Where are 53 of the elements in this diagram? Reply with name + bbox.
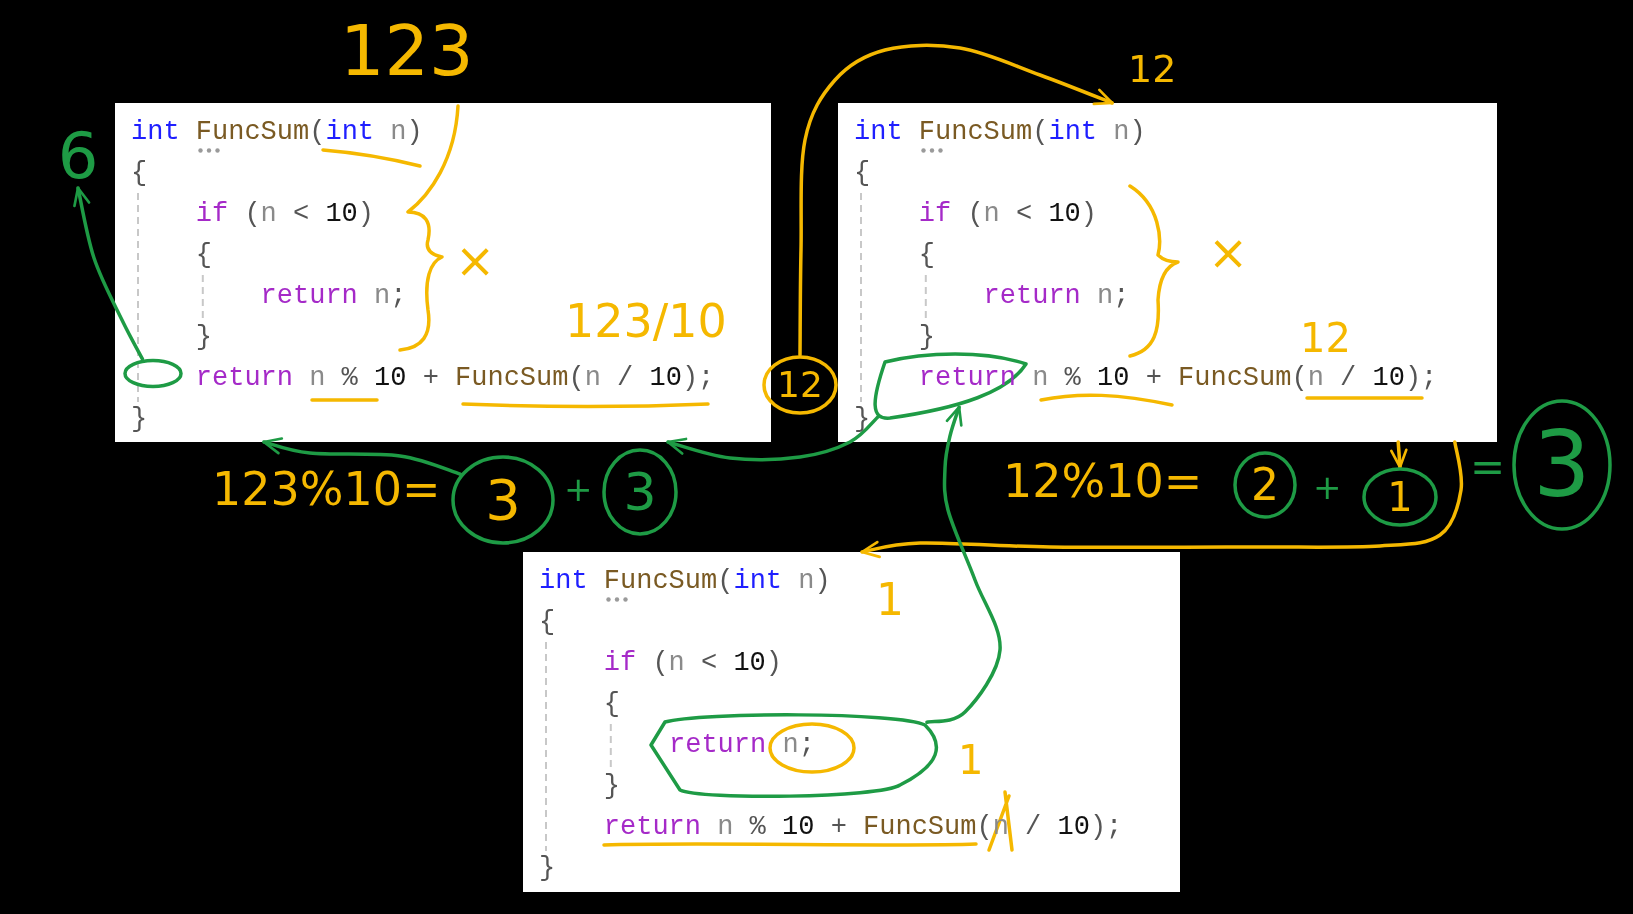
circled-number: 3	[602, 448, 678, 536]
code-line: if (n < 10)	[918, 199, 1098, 228]
plus-sign: +	[564, 472, 593, 506]
code-line: {	[195, 240, 212, 269]
handwritten-number: 1	[958, 740, 984, 780]
code-panel	[115, 103, 771, 442]
arrow	[798, 43, 1114, 357]
code-panel	[523, 552, 1180, 892]
plus-sign: +	[1313, 470, 1342, 504]
handwritten-cross: ×	[455, 236, 496, 284]
handwritten-expression: 12%10=	[1003, 458, 1203, 504]
hand-drawn-loop	[122, 358, 184, 389]
code-line: return n % 10 + FuncSum(n / 10);	[918, 363, 1438, 392]
handwritten-cross: ×	[1208, 228, 1249, 276]
code-line: return n % 10 + FuncSum(n / 10);	[195, 363, 715, 392]
arrow	[666, 415, 880, 462]
code-line: {	[854, 158, 871, 187]
arrow	[860, 440, 1464, 558]
code-line: {	[539, 607, 556, 636]
code-line: int FuncSum(int n)	[539, 566, 831, 595]
code-line: {	[603, 689, 620, 718]
code-line: }	[918, 322, 935, 351]
code-line: }	[131, 404, 148, 433]
code-line: {	[918, 240, 935, 269]
code-line: {	[131, 158, 148, 187]
code-line: if (n < 10)	[195, 199, 375, 228]
arrow	[925, 405, 1002, 725]
handwritten-number: 1	[876, 578, 904, 622]
handwritten-expression: 123%10=	[212, 466, 441, 512]
handwritten-number: 6	[55, 124, 101, 188]
equals-sign: =	[1470, 446, 1506, 488]
code-line: int FuncSum(int n)	[854, 117, 1146, 146]
code-line: return n;	[983, 281, 1130, 310]
code-line: }	[854, 404, 871, 433]
circled-number: 12	[762, 355, 838, 415]
code-line: if (n < 10)	[603, 648, 783, 677]
code-panel	[838, 103, 1497, 442]
arrow	[72, 186, 145, 361]
circled-number: 2	[1233, 451, 1297, 519]
handwritten-expression: 123/10	[565, 298, 727, 344]
code-line: return n;	[260, 281, 407, 310]
arrow	[1390, 440, 1408, 469]
circled-number: 3	[451, 455, 555, 545]
arrow	[262, 437, 463, 476]
circled-number: 1	[1362, 467, 1438, 527]
code-line: int FuncSum(int n)	[131, 117, 423, 146]
code-line: }	[195, 322, 212, 351]
code-line: }	[603, 771, 620, 800]
circled-number: 3	[1512, 399, 1612, 531]
handwritten-number: 12	[1300, 318, 1351, 358]
handwritten-number: 12	[1128, 50, 1177, 88]
handwritten-number: 123	[340, 16, 474, 86]
code-line: }	[539, 853, 556, 882]
